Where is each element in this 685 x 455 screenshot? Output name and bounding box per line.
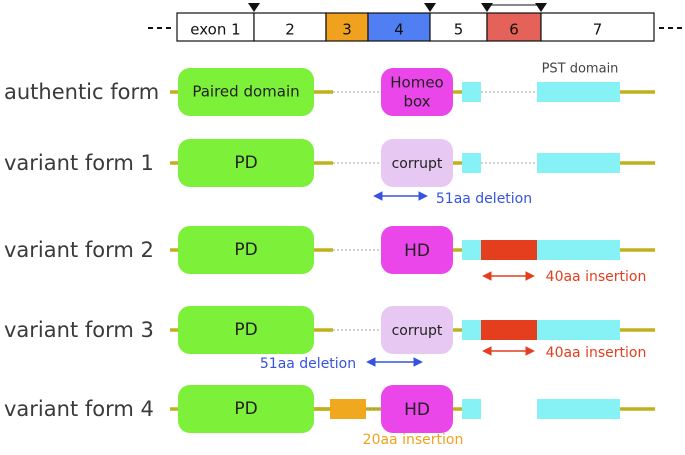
homeodomain-block — [381, 385, 453, 433]
deletion-label: 51aa deletion — [436, 191, 532, 207]
paired-domain-label: PD — [234, 399, 257, 419]
paired-domain-label: PD — [234, 320, 257, 340]
insertion-40aa-block — [481, 320, 537, 340]
pst-fragment-block — [462, 153, 481, 173]
form-name: variant form 2 — [4, 238, 154, 262]
exon-map: exon 1 2 3 4 5 6 7 — [148, 3, 682, 42]
paired-domain-label: PD — [234, 240, 257, 260]
exon-box — [325, 12, 369, 42]
paired-domain-block — [178, 68, 314, 116]
paired-domain-block — [178, 226, 314, 274]
paired-domain-block — [178, 385, 314, 433]
pst-fragment-block — [462, 399, 481, 419]
exon-box — [540, 12, 655, 42]
paired-domain-label: PD — [234, 153, 257, 173]
exon-label: exon 1 — [190, 21, 240, 39]
pst-domain-block — [537, 399, 620, 419]
pst-domain-block — [537, 82, 620, 102]
isoform-row: variant form 1 PD corrupt 51aa deletion — [4, 139, 655, 207]
homeodomain-block — [381, 68, 453, 116]
insertion-label: 40aa insertion — [546, 345, 647, 361]
splice-site-marker-icon — [248, 3, 260, 12]
splice-site-marker-icon — [535, 3, 547, 12]
homeodomain-label: HD — [404, 400, 430, 420]
corrupt-homeodomain-block — [381, 306, 453, 354]
isoform-row: variant form 2 PD HD 40aa insertion — [4, 226, 655, 285]
exon-label: 3 — [342, 21, 352, 39]
pst-domain-block — [537, 320, 620, 340]
exon-box — [486, 12, 542, 42]
homeodomain-label: corrupt — [392, 323, 443, 339]
insertion-40aa-block — [481, 240, 537, 260]
insertion-label: 20aa insertion — [363, 432, 464, 448]
form-name: variant form 3 — [4, 318, 154, 342]
homeodomain-label: HD — [404, 241, 430, 261]
isoform-row: variant form 3 PD corrupt 51aa deletion 40aa… — [4, 306, 655, 372]
homeodomain-label: Homeo — [390, 74, 443, 92]
exon-label: 6 — [509, 21, 519, 39]
exon-label: 4 — [394, 21, 404, 39]
insertion-label: 40aa insertion — [546, 269, 647, 285]
exon-label: 7 — [593, 21, 603, 39]
paired-domain-block — [178, 139, 314, 187]
pst-fragment-block — [462, 82, 481, 102]
pst-fragment-block — [462, 240, 481, 260]
pst-domain-label: PST domain — [542, 62, 619, 77]
splice-site-marker-icon — [481, 3, 493, 12]
exon-label: 5 — [454, 21, 464, 39]
pst-domain-block — [537, 240, 620, 260]
exon-box — [367, 12, 431, 42]
homeodomain-label: corrupt — [392, 156, 443, 172]
form-name: variant form 1 — [4, 151, 154, 175]
paired-domain-block — [178, 306, 314, 354]
homeodomain-block — [381, 226, 453, 274]
homeodomain-label: box — [403, 93, 430, 111]
pst-domain-block — [537, 153, 620, 173]
splice-site-marker-icon — [424, 3, 436, 12]
insertion-20aa-block — [330, 399, 366, 419]
paired-domain-label: Paired domain — [192, 83, 299, 101]
isoform-row: variant form 4 PD HD 20aa insertion — [4, 385, 655, 448]
form-name: authentic form — [4, 80, 159, 104]
corrupt-homeodomain-block — [381, 139, 453, 187]
deletion-label: 51aa deletion — [260, 356, 356, 372]
form-name: variant form 4 — [4, 397, 154, 421]
pst-fragment-block — [462, 320, 481, 340]
exon-label: 2 — [285, 21, 295, 39]
